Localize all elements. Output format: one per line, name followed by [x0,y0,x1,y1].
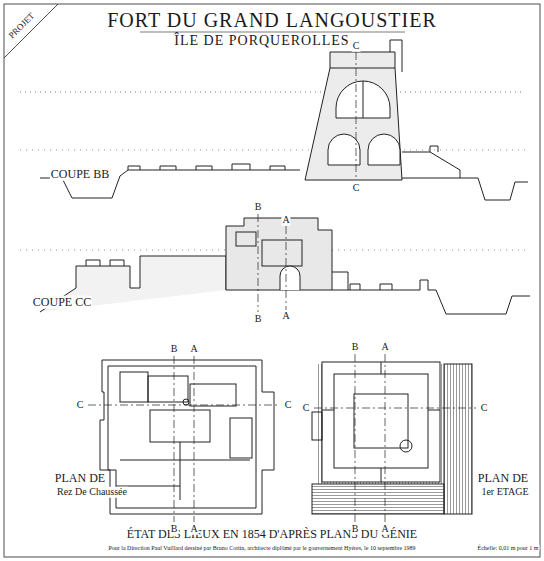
scale-note: Échelle: 0,01 m pour 1 m [477,545,540,551]
plan-title: PLAN DE [54,472,106,485]
section-marker: A [189,344,198,355]
section-marker: A [189,524,198,535]
section-marker: C [352,41,361,52]
section-marker: B [170,344,179,355]
section-marker: B [351,524,360,535]
section-title: COUPE CC [32,296,92,309]
section-marker: A [281,311,290,322]
subtitle: ÎLE DE PORQUEROLLES [173,34,350,49]
section-marker: C [302,403,311,414]
section-marker: A [281,215,290,226]
plan-title: Rez De Chaussée [56,487,128,498]
section-marker: B [254,314,263,325]
section-marker: C [76,400,85,411]
sheet-title: FORT DU GRAND LANGOUSTIER [106,10,438,31]
section-marker: B [170,524,179,535]
section-marker: C [480,403,489,414]
section-marker: B [351,342,360,353]
plan-title: PLAN DE [477,472,529,485]
credit-line: Pour la Direction Paul Vuillard dessiné … [107,545,416,551]
section-title: COUPE BB [50,168,110,181]
project-stamp: PROJET [7,11,38,42]
section-marker: C [284,400,293,411]
section-marker: A [380,524,389,535]
plan-title: 1er ETAGE [480,487,529,498]
section-marker: B [254,202,263,213]
section-marker: A [380,342,389,353]
section-marker: C [352,183,361,194]
